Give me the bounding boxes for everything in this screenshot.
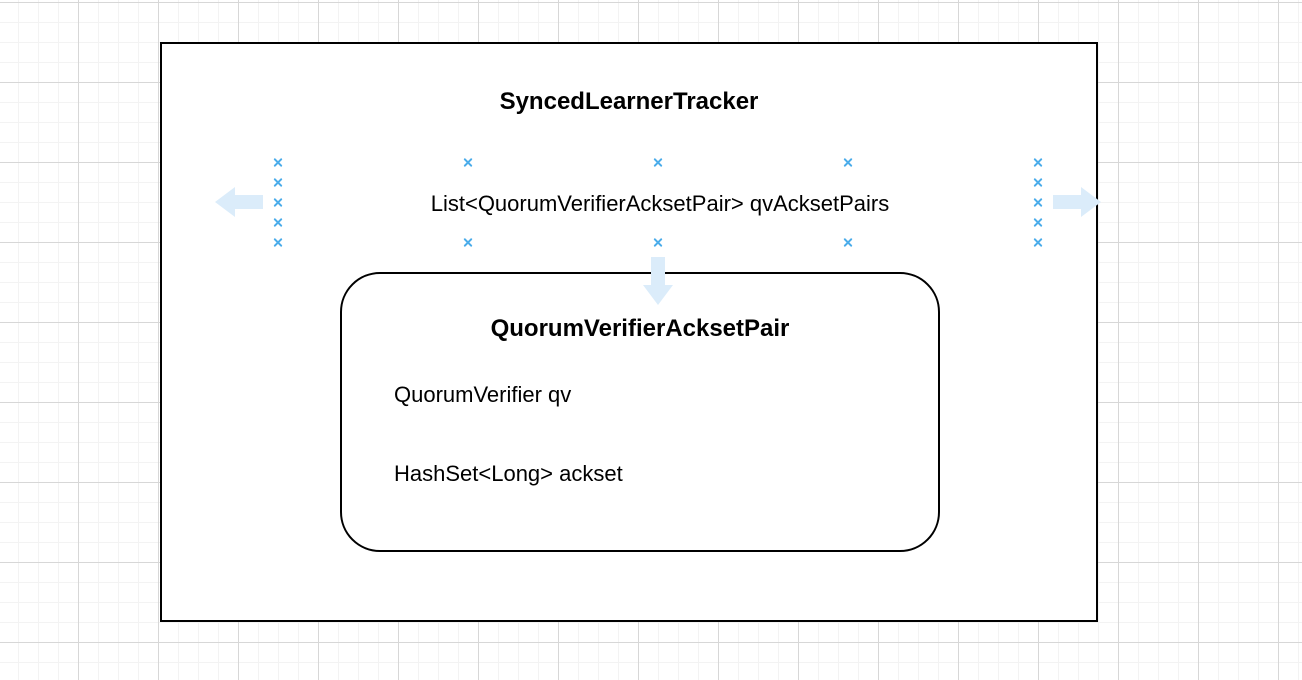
inner-class-title: QuorumVerifierAcksetPair [490, 315, 790, 342]
connection-point-icon[interactable] [274, 218, 283, 227]
connection-point-icon[interactable] [464, 238, 473, 247]
connection-point-icon[interactable] [464, 158, 473, 167]
connection-point-icon[interactable] [274, 158, 283, 167]
connection-point-icon[interactable] [844, 158, 853, 167]
direction-right-arrow-icon[interactable] [1053, 187, 1101, 217]
connection-point-icon[interactable] [654, 158, 663, 167]
connection-point-icon[interactable] [274, 178, 283, 187]
direction-left-arrow-icon[interactable] [215, 187, 263, 217]
connection-point-icon[interactable] [654, 238, 663, 247]
connection-point-icon[interactable] [1034, 238, 1043, 247]
quorum-verifier-ackset-pair-shape[interactable]: QuorumVerifierAcksetPair QuorumVerifier … [340, 272, 940, 552]
connection-point-icon[interactable] [274, 198, 283, 207]
direction-down-arrow-icon[interactable] [643, 257, 673, 305]
outer-class-title: SyncedLearnerTracker [499, 88, 759, 115]
connection-point-icon[interactable] [1034, 198, 1043, 207]
inner-class-field-qv[interactable]: QuorumVerifier qv [394, 382, 572, 407]
connection-point-icon[interactable] [844, 238, 853, 247]
connection-point-icon[interactable] [274, 238, 283, 247]
qv-ackset-pairs-field-label: List<QuorumVerifierAcksetPair> qvAcksetP… [430, 191, 890, 216]
qv-ackset-pairs-field[interactable]: List<QuorumVerifierAcksetPair> qvAcksetP… [280, 164, 1040, 244]
connection-point-icon[interactable] [1034, 158, 1043, 167]
inner-class-field-ackset[interactable]: HashSet<Long> ackset [394, 461, 623, 486]
connection-point-icon[interactable] [1034, 178, 1043, 187]
connection-point-icon[interactable] [1034, 218, 1043, 227]
